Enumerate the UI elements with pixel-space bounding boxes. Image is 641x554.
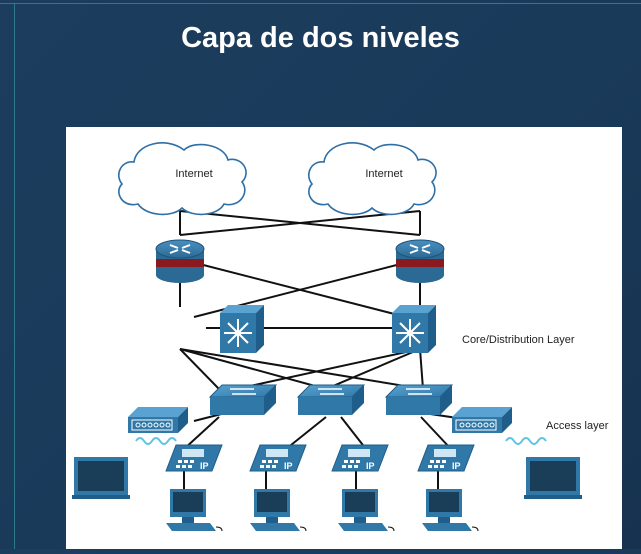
- core-distribution-label: Core/Distribution Layer: [462, 334, 575, 346]
- switch-icon: [208, 384, 278, 415]
- switch-icon: [296, 384, 366, 415]
- ip-phone-icon: IP: [165, 444, 223, 472]
- switch-icon: [384, 384, 454, 415]
- ip-phone-icon: IP: [417, 444, 475, 472]
- ip-phone-icon: IP: [331, 444, 389, 472]
- router-icon: [395, 239, 445, 283]
- multilayer-switch-icon: [220, 305, 264, 353]
- pc-icon: [166, 489, 223, 532]
- wireless-signal-right: [505, 437, 547, 445]
- cloud-label-right: Internet: [365, 168, 402, 180]
- ip-badge: IP: [284, 461, 293, 471]
- cloud-icon: Internet: [308, 142, 437, 216]
- cloud-label-left: Internet: [175, 168, 212, 180]
- wireless-ap-icon: [128, 407, 188, 433]
- pc-icon: [422, 489, 479, 532]
- router-icon: [155, 239, 205, 283]
- laptop-icon: [524, 457, 582, 499]
- cloud-icon: Internet: [118, 142, 247, 216]
- ip-badge: IP: [366, 461, 375, 471]
- ip-badge: IP: [200, 461, 209, 471]
- laptop-icon: [72, 457, 130, 499]
- network-diagram: Internet Internet: [66, 127, 622, 549]
- frame-top-line: [0, 3, 641, 4]
- frame-left-line: [14, 3, 15, 549]
- wireless-signal-left: [135, 437, 177, 445]
- ip-badge: IP: [452, 461, 461, 471]
- pc-icon: [250, 489, 307, 532]
- ip-phone-icon: IP: [249, 444, 307, 472]
- wireless-ap-icon: [452, 407, 512, 433]
- pc-icon: [338, 489, 395, 532]
- access-layer-label: Access layer: [546, 420, 609, 432]
- multilayer-switch-icon: [392, 305, 436, 353]
- slide-title: Capa de dos niveles: [181, 22, 460, 54]
